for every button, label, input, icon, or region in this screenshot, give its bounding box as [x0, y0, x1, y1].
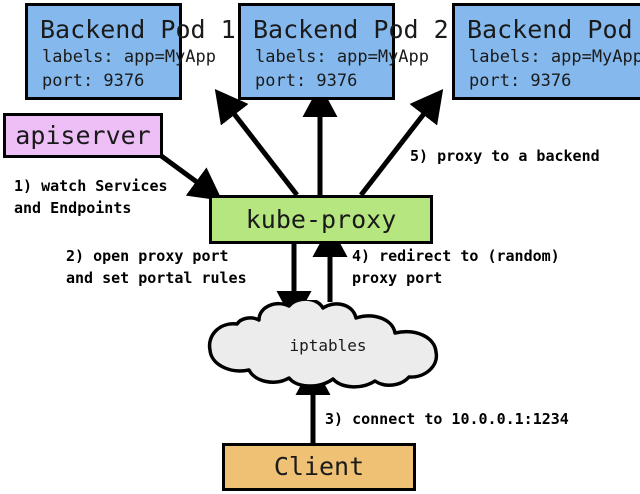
node-apiserver[interactable]: apiserver — [3, 113, 163, 158]
pod3-title: Backend Pod 3 — [467, 14, 640, 44]
iptables-label: iptables — [289, 336, 367, 355]
pod1-port: port: 9376 — [42, 70, 145, 91]
pod1-labels: labels: app=MyApp — [42, 46, 216, 67]
client-title: Client — [273, 452, 365, 481]
pod3-labels: labels: app=MyApp — [469, 46, 640, 67]
step-5-label: 5) proxy to a backend — [410, 147, 600, 165]
cloud-icon — [207, 297, 439, 389]
node-iptables-cloud[interactable]: iptables — [189, 297, 467, 390]
step-1-label: 1) watch Services and Endpoints — [14, 177, 168, 217]
arrow-kubeproxy-to-pod1 — [214, 89, 299, 197]
node-client[interactable]: Client — [222, 443, 416, 491]
step-2-label: 2) open proxy port and set portal rules — [66, 247, 247, 287]
node-backend-pod-2[interactable]: Backend Pod 2 labels: app=MyApp port: 93… — [238, 3, 449, 100]
pod2-labels: labels: app=MyApp — [255, 46, 429, 67]
pod2-title: Backend Pod 2 — [253, 14, 449, 44]
pod3-port: port: 9376 — [469, 70, 572, 91]
step-4-label: 4) redirect to (random) proxy port — [352, 247, 560, 287]
kube-proxy-title: kube-proxy — [245, 204, 397, 234]
node-backend-pod-3[interactable]: Backend Pod 3 labels: app=MyApp port: 93… — [452, 3, 640, 100]
apiserver-title: apiserver — [15, 120, 151, 150]
pod1-title: Backend Pod 1 — [40, 14, 236, 44]
node-kube-proxy[interactable]: kube-proxy — [209, 195, 433, 244]
node-backend-pod-1[interactable]: Backend Pod 1 labels: app=MyApp port: 93… — [25, 3, 236, 100]
step-3-label: 3) connect to 10.0.0.1:1234 — [325, 410, 569, 428]
pod2-port: port: 9376 — [255, 70, 358, 91]
